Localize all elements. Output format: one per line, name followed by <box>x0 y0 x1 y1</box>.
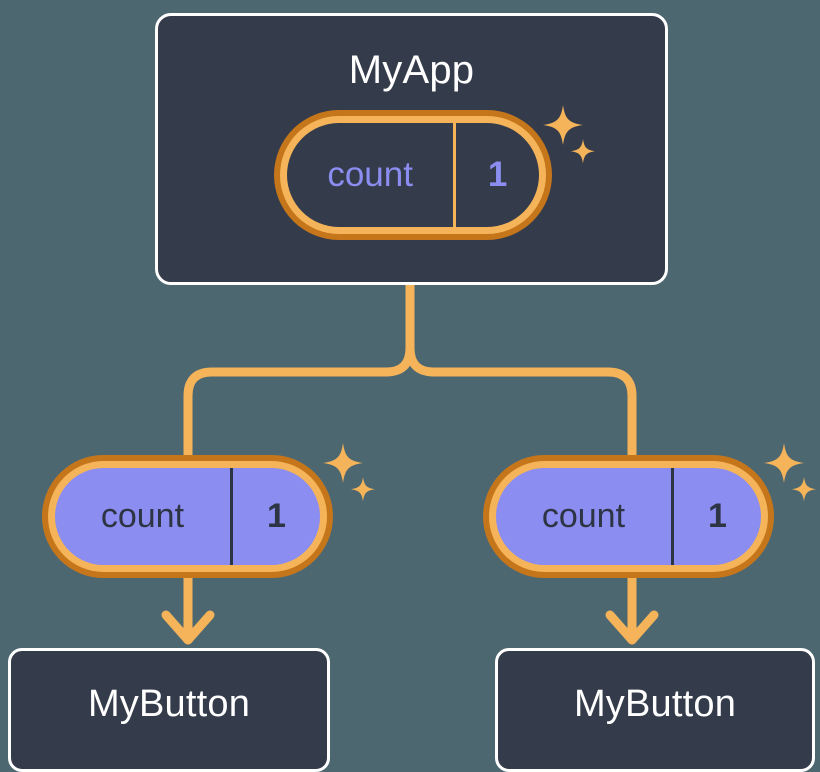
state-pill-left[interactable]: count 1 <box>42 455 333 578</box>
state-pill-right[interactable]: count 1 <box>483 455 774 578</box>
state-pill-right-value: 1 <box>670 468 761 565</box>
state-pill-myapp-key: count <box>327 155 413 194</box>
edge-to-left-pill <box>183 343 415 467</box>
state-pill-right-ring: count 1 <box>489 461 768 572</box>
state-pill-myapp[interactable]: count 1 <box>274 110 552 240</box>
edge-to-right-pill <box>405 343 637 467</box>
state-pill-myapp-value: 1 <box>453 123 539 227</box>
state-pill-left-key: count <box>100 497 185 535</box>
state-pill-right-key: count <box>541 497 626 535</box>
mybutton-left-title: MyButton <box>87 683 251 725</box>
sparkle-small-icon <box>791 477 816 502</box>
state-pill-left-ring: count 1 <box>48 461 327 572</box>
myapp-card-title: MyApp <box>348 48 475 92</box>
state-pill-left-value: 1 <box>229 468 320 565</box>
mybutton-right-card[interactable]: MyButton <box>495 648 815 772</box>
state-pill-myapp-ring: count 1 <box>280 116 546 234</box>
state-pill-right-body: count 1 <box>496 468 761 565</box>
state-pill-left-body: count 1 <box>55 468 320 565</box>
sparkle-small-icon <box>350 477 375 502</box>
state-pill-myapp-body: count 1 <box>287 123 539 227</box>
sparkle-large-icon <box>764 443 804 483</box>
arrowhead-left <box>161 610 215 645</box>
mybutton-right-title: MyButton <box>573 683 737 725</box>
arrowhead-right <box>605 610 659 645</box>
mybutton-left-card[interactable]: MyButton <box>8 648 330 772</box>
sparkle-large-icon <box>323 443 363 483</box>
